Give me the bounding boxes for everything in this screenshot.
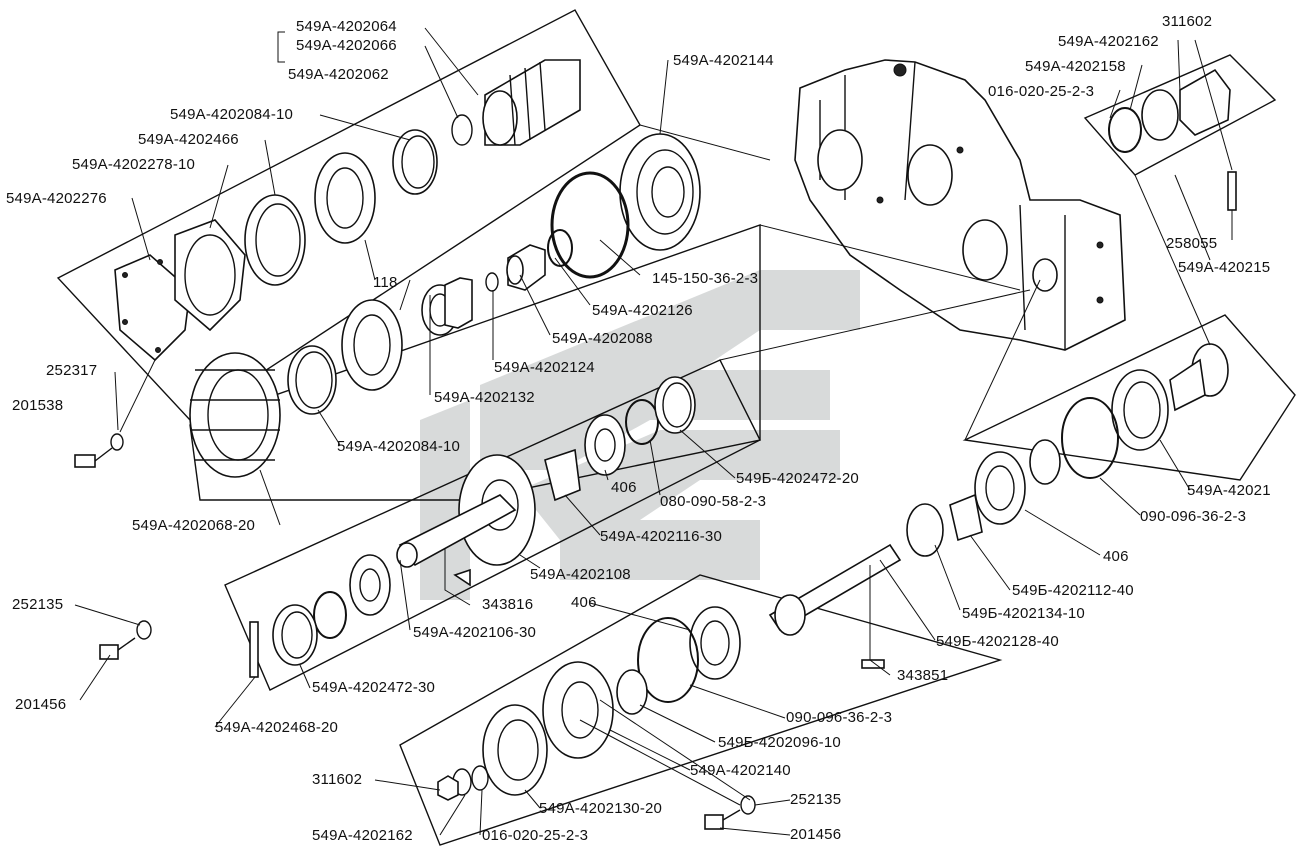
label-252135-left: 252135 [12,596,64,613]
middle-group-parts [74,277,473,478]
label-549b-4202112-40: 549Б-4202112-40 [1012,582,1134,599]
label-252317: 252317 [46,362,98,379]
label-549b-4202096-10: 549Б-4202096-10 [718,734,841,751]
label-311602-bottom: 311602 [312,771,363,788]
label-549a-4202066: 549А-4202066 [296,37,397,54]
label-406-c: 406 [571,594,597,611]
label-549a-42021: 549А-42021 [1187,482,1271,499]
label-201538: 201538 [12,397,64,414]
right-group-parts [768,68,1237,669]
label-549a-4202140: 549А-4202140 [690,762,791,779]
label-549a-4202130-20: 549А-4202130-20 [539,800,663,817]
shaft-group-parts [99,376,696,678]
label-549a-4202068-20: 549А-4202068-20 [132,517,256,534]
label-343851: 343851 [897,667,949,684]
group-frames [56,9,1296,846]
label-549a-4202276: 549А-4202276 [6,190,107,207]
top-group-parts [114,59,701,362]
label-549a-4202132: 549А-4202132 [434,389,535,406]
leader-lines [74,27,1233,836]
label-406-b: 406 [1103,548,1129,565]
label-201456-left: 201456 [15,696,67,713]
bottom-group-parts [437,606,756,830]
label-090-096-36-2-3-bottom: 090-096-36-2-3 [786,709,893,726]
label-549a-4202116-30: 549А-4202116-30 [600,528,722,545]
label-549a-420215: 549А-420215 [1178,259,1271,276]
label-016-020-25-2-3-bottom: 016-020-25-2-3 [482,827,589,844]
label-549a-4202106-30: 549А-4202106-30 [413,624,537,641]
label-549b-4202128-40: 549Б-4202128-40 [936,633,1059,650]
label-549b-4202134-10: 549Б-4202134-10 [962,605,1085,622]
label-252135-bottom: 252135 [790,791,842,808]
label-016-020-25-2-3-top: 016-020-25-2-3 [988,83,1095,100]
label-406-a: 406 [611,479,637,496]
label-549a-4202108: 549А-4202108 [530,566,631,583]
label-549a-4202064: 549А-4202064 [296,18,397,35]
label-549a-4202158: 549А-4202158 [1025,58,1126,75]
label-549a-4202084-10-mid: 549А-4202084-10 [337,438,461,455]
label-090-096-36-2-3-right: 090-096-36-2-3 [1140,508,1247,525]
label-549a-4202084-10-top: 549А-4202084-10 [170,106,294,123]
label-549b-4202472-20: 549Б-4202472-20 [736,470,859,487]
gearbox-housing [794,59,1126,351]
label-549a-4202466: 549А-4202466 [138,131,239,148]
label-549a-4202062: 549А-4202062 [288,66,389,83]
label-080-090-58-2-3: 080-090-58-2-3 [660,493,767,510]
label-549a-4202088: 549А-4202088 [552,330,653,347]
label-549a-4202162-bottom: 549А-4202162 [312,827,413,844]
label-549a-4202468-20: 549А-4202468-20 [215,719,339,736]
watermark-logo [420,270,860,600]
label-201456-bottom: 201456 [790,826,842,843]
label-549a-4202124: 549А-4202124 [494,359,595,376]
label-549a-4202472-30: 549А-4202472-30 [312,679,436,696]
label-549a-4202144: 549А-4202144 [673,52,774,69]
label-549a-4202278-10: 549А-4202278-10 [72,156,196,173]
label-549a-4202126: 549А-4202126 [592,302,693,319]
label-118: 118 [373,274,398,291]
label-258055: 258055 [1166,235,1218,252]
label-145-150-36-2-3: 145-150-36-2-3 [652,270,759,287]
label-311602-top: 311602 [1162,13,1213,30]
label-549a-4202162-top: 549А-4202162 [1058,33,1159,50]
label-343816: 343816 [482,596,534,613]
